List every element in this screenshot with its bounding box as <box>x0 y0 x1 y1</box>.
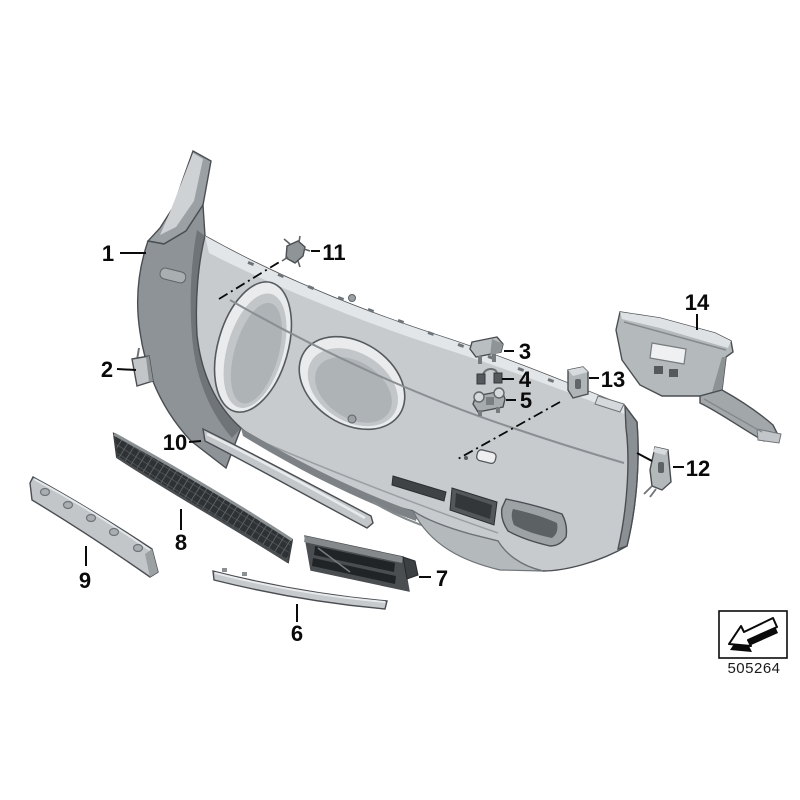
callout-6[interactable]: 6 <box>291 621 303 646</box>
part-12-bracket <box>643 446 672 498</box>
part-3-cap <box>469 336 504 364</box>
callout-12[interactable]: 12 <box>686 456 710 481</box>
leader-line-12b <box>636 452 653 462</box>
part-2-cover-flap <box>131 347 154 387</box>
part-7-center-grille <box>304 535 419 592</box>
callouts: 1 2 3 4 5 6 7 8 9 10 11 12 13 14 <box>79 240 710 646</box>
part-1-bumper-cover <box>136 149 639 572</box>
part-8-mesh-grille <box>112 432 294 564</box>
callout-14[interactable]: 14 <box>685 290 710 315</box>
leader-line-10 <box>188 440 202 443</box>
leader-dash-11 <box>218 260 282 300</box>
callout-7[interactable]: 7 <box>436 566 448 591</box>
diagram-code: 505264 <box>727 660 780 677</box>
callout-11[interactable]: 11 <box>322 240 345 265</box>
callout-5[interactable]: 5 <box>520 388 532 413</box>
part-5-holder <box>472 387 506 416</box>
direction-of-travel-arrow-icon <box>728 617 778 652</box>
direction-indicator: 505264 <box>718 610 788 677</box>
part-11-clip <box>281 235 311 268</box>
callout-9[interactable]: 9 <box>79 568 91 593</box>
callout-8[interactable]: 8 <box>175 530 187 555</box>
part-9-plate <box>29 476 159 578</box>
callout-13[interactable]: 13 <box>601 367 625 392</box>
callout-10[interactable]: 10 <box>163 430 187 455</box>
callout-2[interactable]: 2 <box>101 357 113 382</box>
part-10-trim-strip <box>202 427 374 529</box>
part-13-clip <box>567 366 589 399</box>
leader-line-2 <box>116 368 137 371</box>
callout-3[interactable]: 3 <box>519 339 531 364</box>
part-14-bracket <box>615 311 782 444</box>
part-6-trim-strip <box>212 568 388 610</box>
callout-4[interactable]: 4 <box>519 367 532 392</box>
callout-1[interactable]: 1 <box>102 241 114 266</box>
leader-lines <box>85 250 698 622</box>
